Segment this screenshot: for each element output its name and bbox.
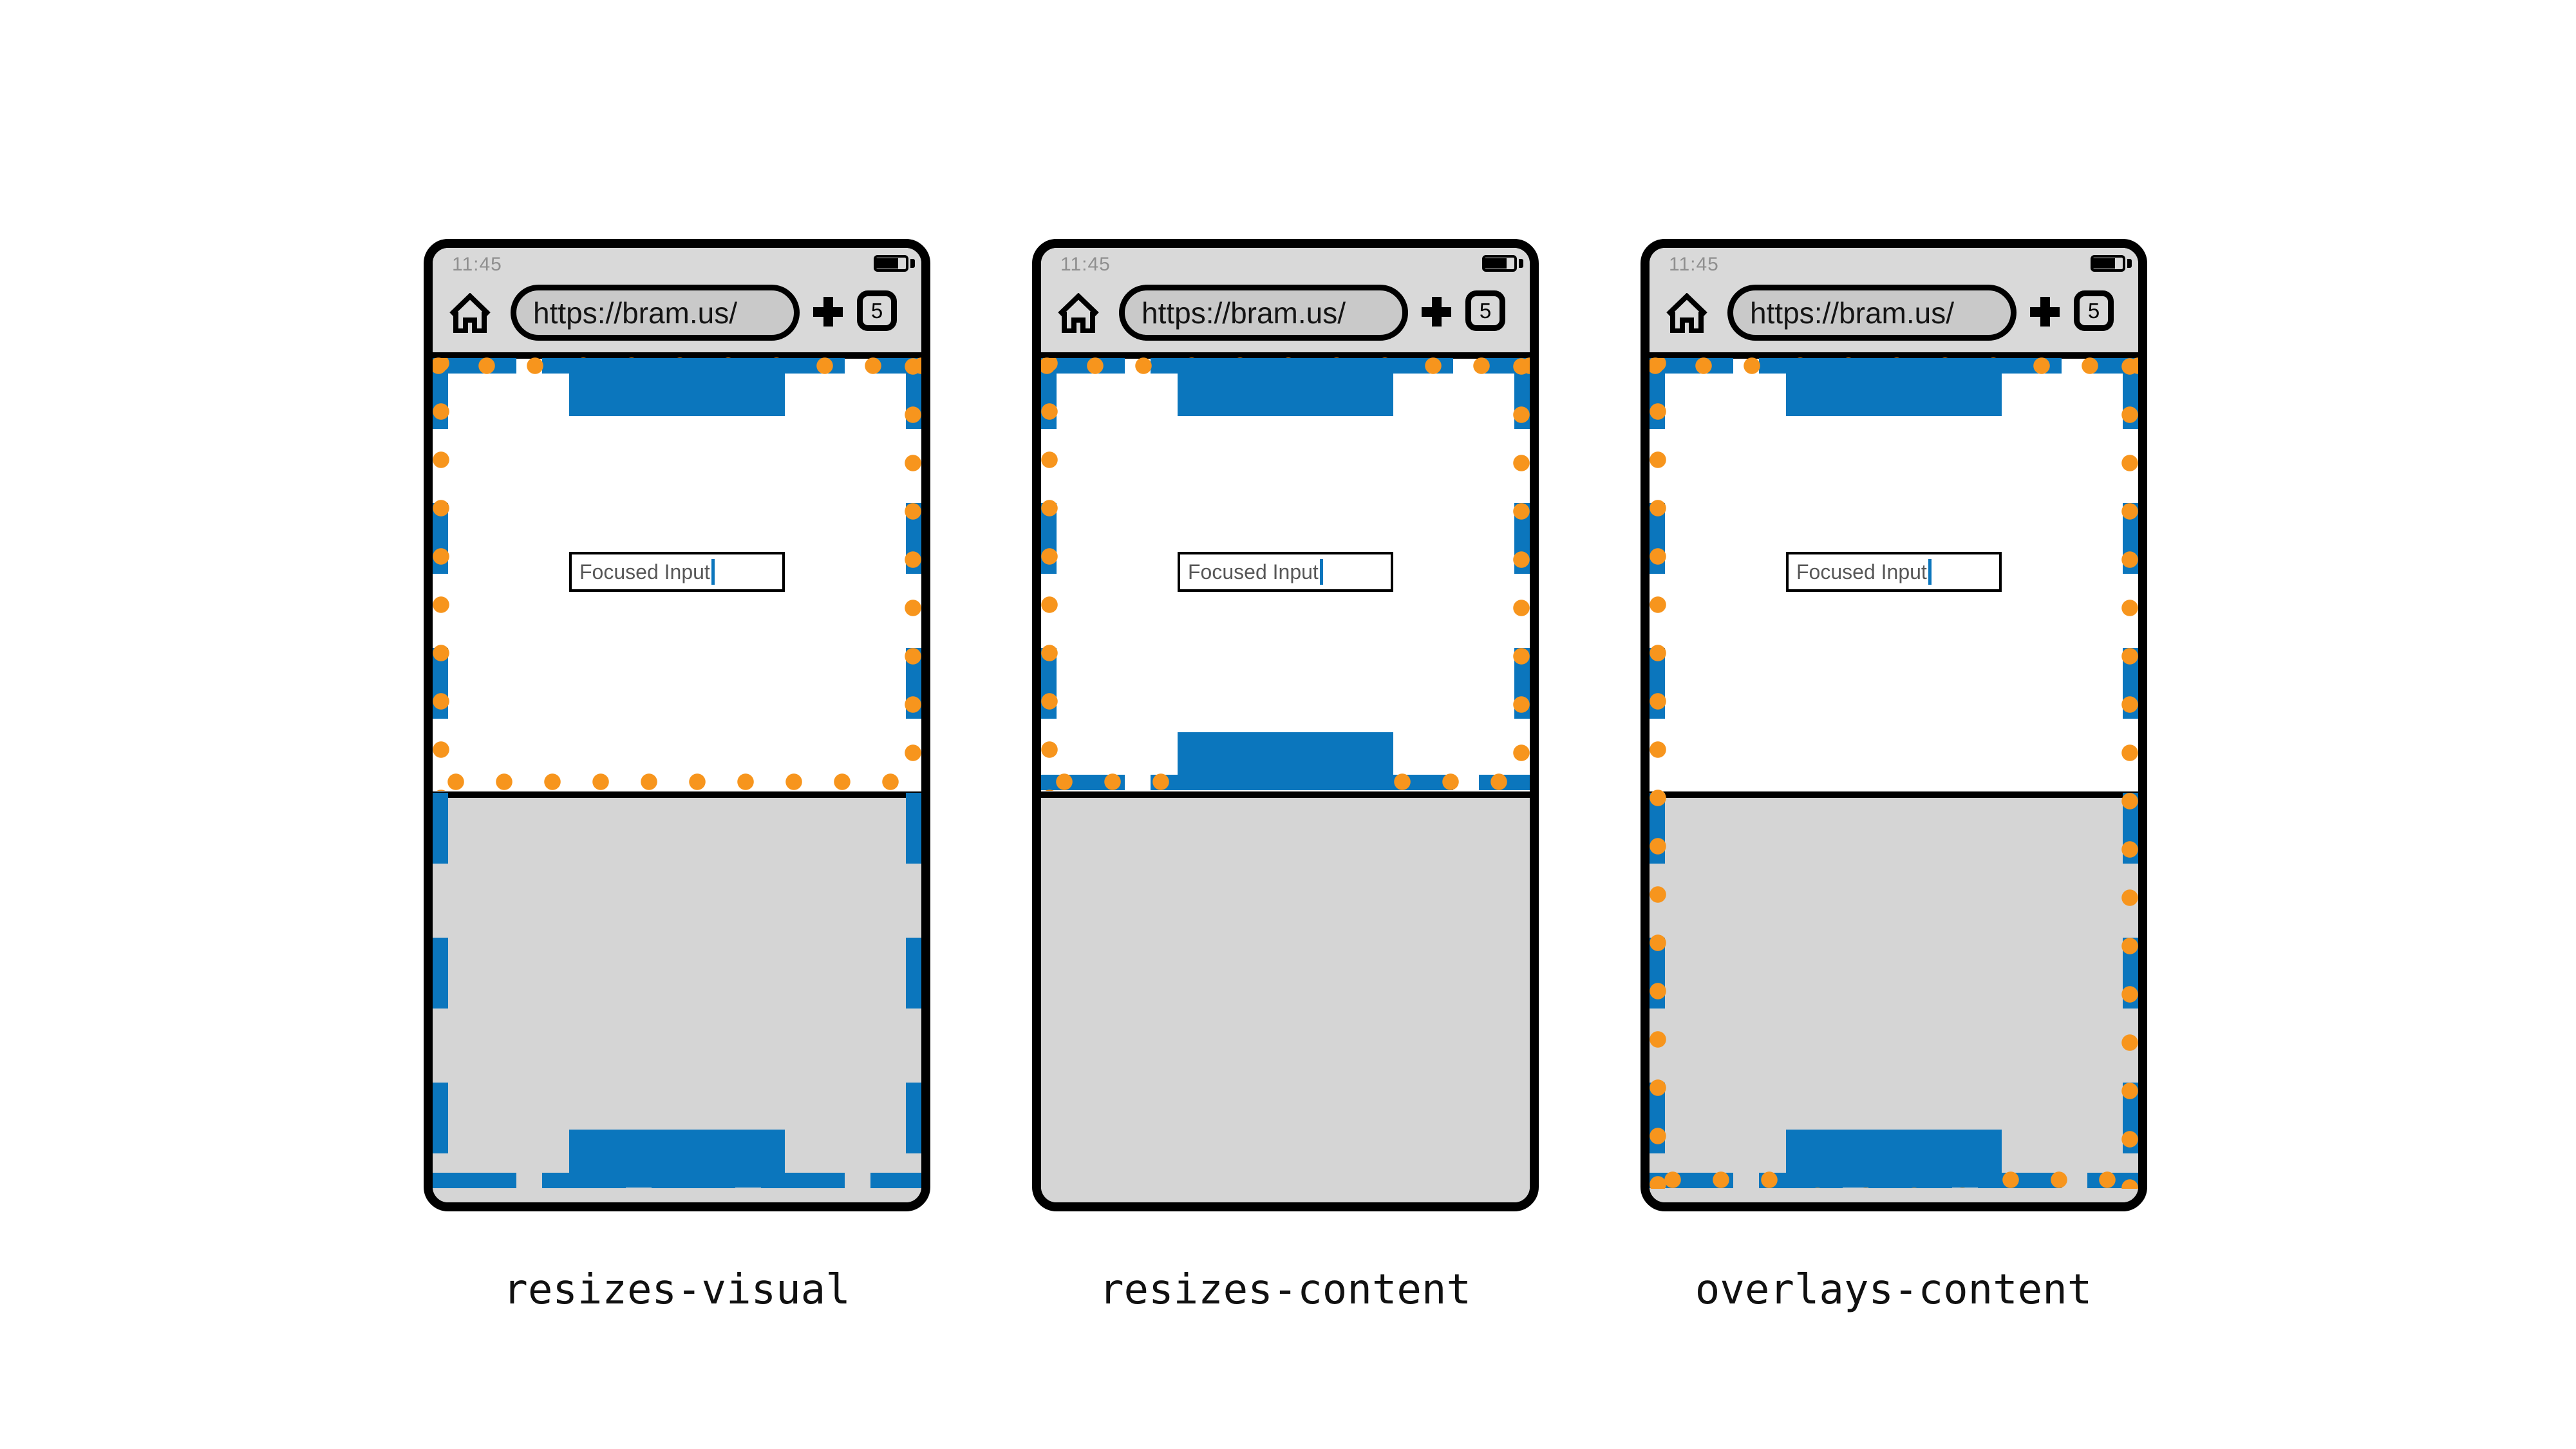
- tab-counter[interactable]: 5: [857, 290, 897, 331]
- text-caret-icon: [1928, 559, 1932, 585]
- status-time: 11:45: [452, 254, 502, 275]
- battery-nub: [910, 259, 915, 268]
- phone-mockup-overlays-content: 11:45 https://bram.us/ 5 Focused Inp: [1641, 239, 2147, 1211]
- visual-viewport-dots-left: [433, 358, 449, 791]
- url-text: https://bram.us/: [1142, 296, 1346, 330]
- url-bar[interactable]: https://bram.us/: [511, 285, 800, 341]
- battery-fill: [2093, 258, 2115, 269]
- fixed-footer-bar: [569, 1130, 785, 1188]
- visual-viewport-dots-right: [905, 358, 921, 791]
- browser-chrome: 11:45 https://bram.us/ 5: [1650, 248, 2138, 352]
- fixed-header-bar: [1178, 358, 1393, 416]
- tab-counter[interactable]: 5: [2074, 290, 2114, 331]
- battery-shell: [874, 255, 908, 272]
- tab-count: 5: [1479, 298, 1492, 323]
- visual-viewport-dots-left: [1041, 358, 1058, 791]
- tab-count: 5: [870, 298, 883, 323]
- fixed-header-bar: [1786, 358, 2002, 416]
- battery-icon: [1482, 255, 1523, 272]
- caption-overlays-content: overlays-content: [1695, 1266, 2092, 1314]
- home-icon[interactable]: [448, 292, 492, 334]
- fixed-header-bar: [569, 358, 785, 416]
- battery-nub: [1519, 259, 1523, 268]
- url-text: https://bram.us/: [533, 296, 738, 330]
- battery-fill: [1485, 258, 1507, 269]
- visual-viewport-dots-right: [2121, 358, 2138, 1189]
- keyboard-top-edge: [1650, 791, 2138, 798]
- url-text: https://bram.us/: [1750, 296, 1955, 330]
- caption-resizes-visual: resizes-visual: [503, 1266, 851, 1314]
- text-caret-icon: [711, 559, 715, 585]
- phone-mockup-resizes-visual: 11:45 https://bram.us/ 5 Focused Inp: [424, 239, 930, 1211]
- battery-icon: [2091, 255, 2132, 272]
- url-bar[interactable]: https://bram.us/: [1119, 285, 1408, 341]
- battery-shell: [2091, 255, 2125, 272]
- browser-chrome: 11:45 https://bram.us/ 5: [1041, 248, 1530, 352]
- keyboard-top-edge: [433, 791, 921, 798]
- plus-icon[interactable]: [813, 297, 843, 327]
- visual-viewport-dots-bottom: [433, 773, 921, 790]
- input-value: Focused Input: [579, 560, 710, 583]
- home-icon[interactable]: [1057, 292, 1100, 334]
- input-value: Focused Input: [1796, 560, 1927, 583]
- keyboard-top-edge: [1041, 791, 1530, 798]
- focused-input[interactable]: Focused Input: [1786, 552, 2002, 592]
- visual-viewport-dots-left: [1650, 358, 1666, 1189]
- caption-resizes-content: resizes-content: [1099, 1266, 1471, 1314]
- text-caret-icon: [1319, 559, 1323, 585]
- fixed-footer-bar: [1786, 1130, 2002, 1188]
- fixed-footer-bar: [1178, 732, 1393, 790]
- toolbar-divider: [1041, 352, 1530, 359]
- focused-input[interactable]: Focused Input: [1178, 552, 1393, 592]
- phone-mockup-resizes-content: 11:45 https://bram.us/ 5 Focused Inp: [1032, 239, 1539, 1211]
- home-icon[interactable]: [1665, 292, 1709, 334]
- battery-nub: [2127, 259, 2132, 268]
- visual-viewport-dots-right: [1513, 358, 1530, 791]
- focused-input[interactable]: Focused Input: [569, 552, 785, 592]
- status-time: 11:45: [1060, 254, 1111, 275]
- input-value: Focused Input: [1188, 560, 1319, 583]
- plus-icon[interactable]: [2030, 297, 2060, 327]
- battery-fill: [876, 258, 898, 269]
- tab-counter[interactable]: 5: [1465, 290, 1505, 331]
- browser-chrome: 11:45 https://bram.us/ 5: [433, 248, 921, 352]
- battery-icon: [874, 255, 915, 272]
- virtual-keyboard: [1041, 798, 1530, 1202]
- tab-count: 5: [2087, 298, 2100, 323]
- toolbar-divider: [433, 352, 921, 359]
- status-time: 11:45: [1669, 254, 1719, 275]
- toolbar-divider: [1650, 352, 2138, 359]
- plus-icon[interactable]: [1422, 297, 1451, 327]
- url-bar[interactable]: https://bram.us/: [1727, 285, 2017, 341]
- battery-shell: [1482, 255, 1517, 272]
